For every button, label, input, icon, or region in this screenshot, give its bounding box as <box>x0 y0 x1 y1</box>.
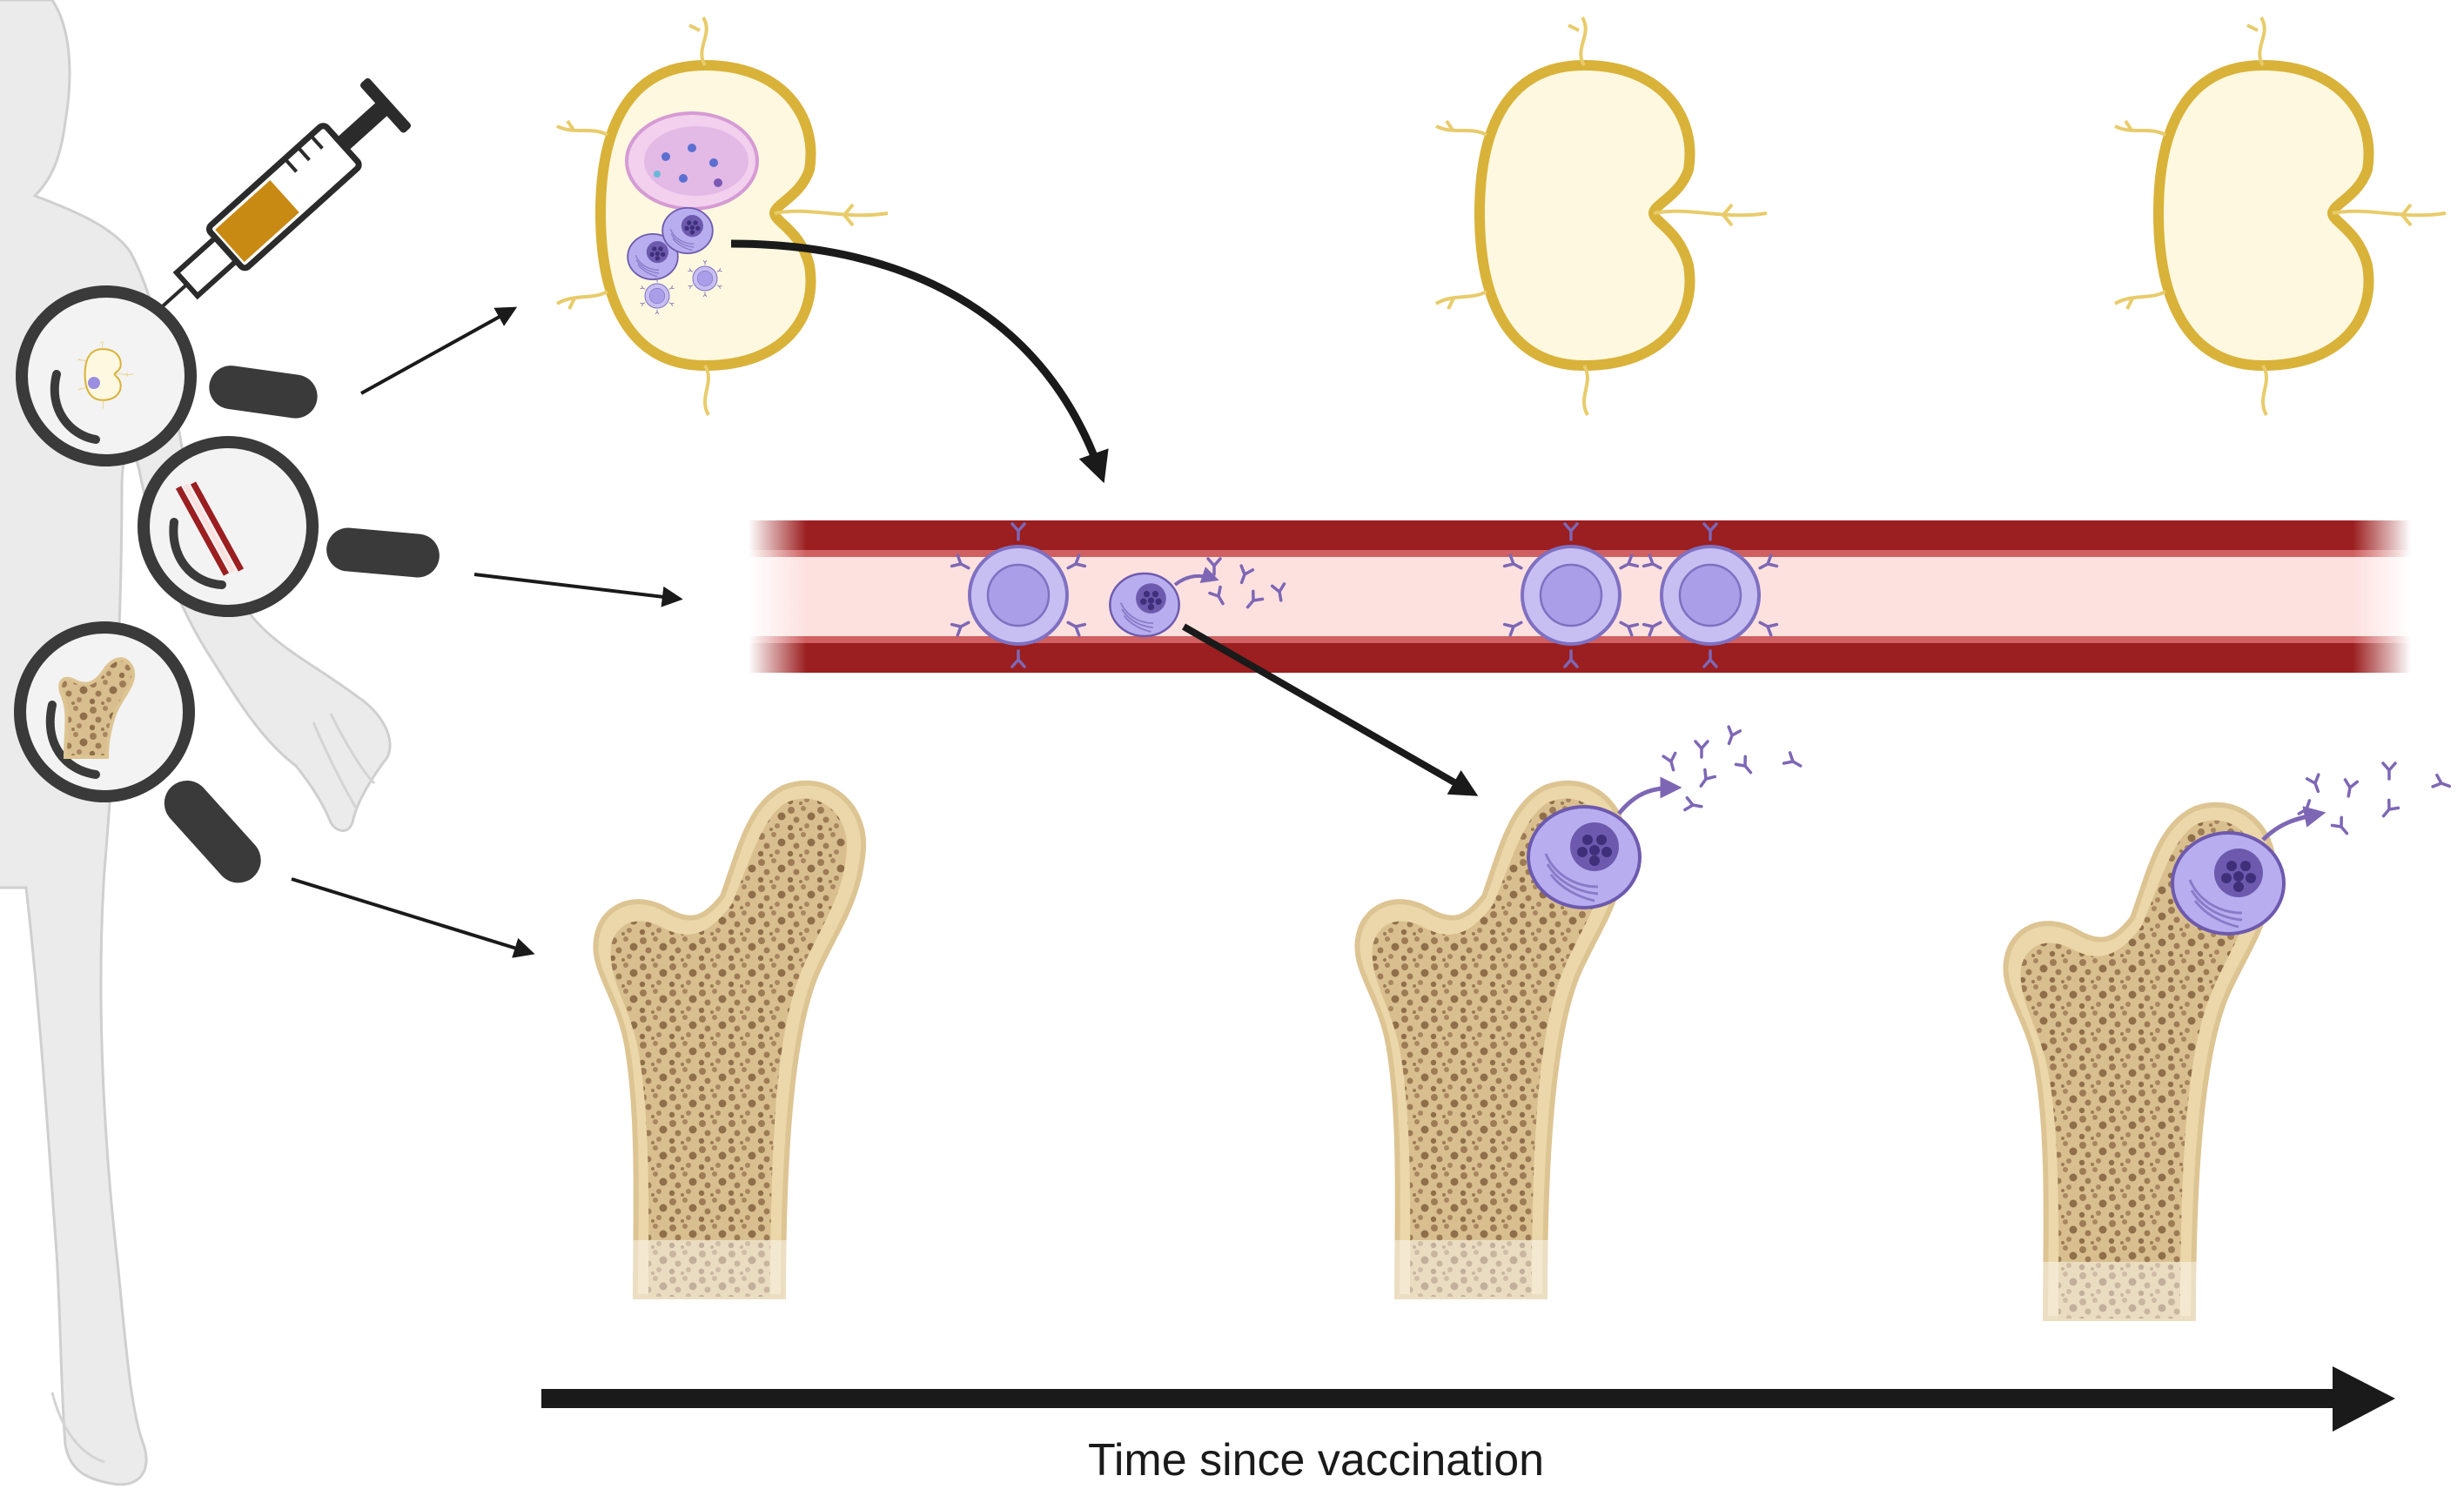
antibody-icon <box>1662 725 1805 815</box>
long-lived-plasma-cell-icon <box>2171 831 2286 936</box>
arrow-to-blood-vessel <box>473 573 683 607</box>
time-axis-label: Time since vaccination <box>1088 1435 1545 1486</box>
arrow-to-lymph-node <box>360 306 518 395</box>
timeline-arrow-icon <box>541 1366 2395 1432</box>
magnifier-blood-vessel-icon <box>138 436 440 617</box>
arrow-blood-to-bone-marrow <box>1182 623 1479 796</box>
antibody-icon <box>2294 761 2454 839</box>
long-lived-plasma-cell-icon <box>1527 805 1642 909</box>
arrow-lymph-node-to-blood <box>730 239 1109 484</box>
lymph-node-icon <box>2115 17 2446 415</box>
magnifier-lymph-node-icon <box>16 285 318 466</box>
arrow-to-bone <box>291 877 535 958</box>
femur-bone-icon <box>595 783 863 1301</box>
lymph-node-icon <box>1436 17 1767 415</box>
plasmablast-icon <box>1109 572 1180 638</box>
magnifier-bone-icon <box>14 621 261 883</box>
lymph-node-icon <box>557 17 888 415</box>
